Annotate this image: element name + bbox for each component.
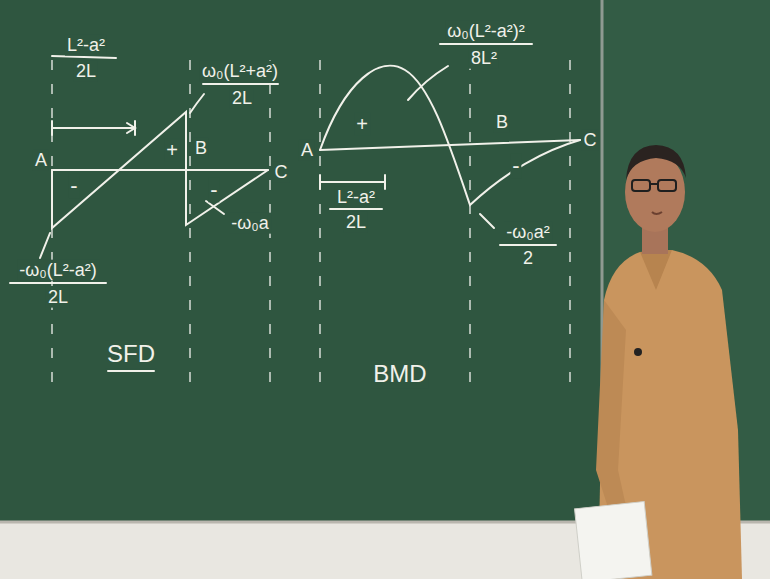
sign-label: - — [208, 177, 219, 202]
lecturer-figure — [575, 145, 742, 579]
value-label: 2L — [230, 88, 254, 109]
value-label: L²-a² — [65, 35, 107, 56]
shear-force-diagram — [10, 56, 278, 371]
fraction-bar — [203, 83, 278, 85]
fraction-bar — [500, 244, 556, 246]
value-label: L²-a² — [335, 187, 377, 208]
value-label: -ω₀a — [229, 213, 271, 234]
value-label: 8L² — [469, 48, 499, 69]
arm — [596, 300, 628, 520]
sign-label: + — [164, 139, 180, 162]
value-label: -ω₀(L²-a²) — [17, 260, 99, 281]
sign-label: - — [510, 153, 521, 178]
bmd-curve — [320, 66, 580, 205]
value-label: 2 — [521, 248, 535, 269]
point-label: C — [273, 162, 290, 183]
leader-line — [408, 66, 448, 100]
fraction-bar — [52, 56, 116, 58]
dimension-line — [320, 181, 385, 183]
sign-label: - — [68, 173, 79, 198]
mouth — [652, 212, 662, 214]
value-label: 2L — [344, 212, 368, 233]
title-underline — [108, 370, 154, 372]
point-label: B — [193, 138, 209, 159]
hair — [626, 145, 686, 180]
value-label: -ω₀a² — [504, 222, 552, 243]
guide-line — [469, 60, 471, 395]
leader-line — [480, 214, 494, 228]
value-label: ω₀(L²-a²)² — [445, 21, 527, 42]
value-label: 2L — [74, 61, 98, 82]
glasses-lens — [632, 180, 650, 191]
diagram-title: SFD — [105, 340, 157, 368]
leader-line — [40, 233, 50, 258]
leader-line — [190, 94, 204, 113]
sfd-axis — [52, 169, 268, 171]
point-label: A — [33, 150, 49, 171]
lapel-microphone — [634, 348, 642, 356]
value-label: 2L — [46, 287, 70, 308]
glasses — [632, 180, 676, 191]
paper-sheet — [575, 502, 652, 579]
fraction-bar — [10, 282, 106, 284]
value-label: ω₀(L²+a²) — [200, 61, 280, 82]
fraction-bar — [440, 43, 532, 45]
leader-line — [206, 201, 224, 214]
guide-lines — [52, 60, 570, 395]
dimension-tick — [319, 175, 321, 189]
dimension-tick — [384, 175, 386, 189]
sfd-outline — [52, 112, 268, 228]
guide-line — [569, 60, 571, 395]
guide-line — [189, 60, 191, 395]
sign-label: + — [354, 113, 370, 136]
point-label: A — [299, 140, 315, 161]
glasses-lens — [658, 180, 676, 191]
bending-moment-diagram — [320, 44, 580, 245]
diagram-title: BMD — [371, 360, 428, 388]
point-label: C — [582, 130, 599, 151]
collar — [640, 250, 672, 290]
fraction-bar — [330, 208, 382, 210]
dimension-tick — [51, 121, 53, 135]
dimension-arrow — [127, 123, 135, 133]
dimension-line — [52, 127, 135, 129]
glasses-bridge — [650, 183, 658, 185]
guide-line — [319, 60, 321, 395]
point-label: B — [494, 112, 510, 133]
